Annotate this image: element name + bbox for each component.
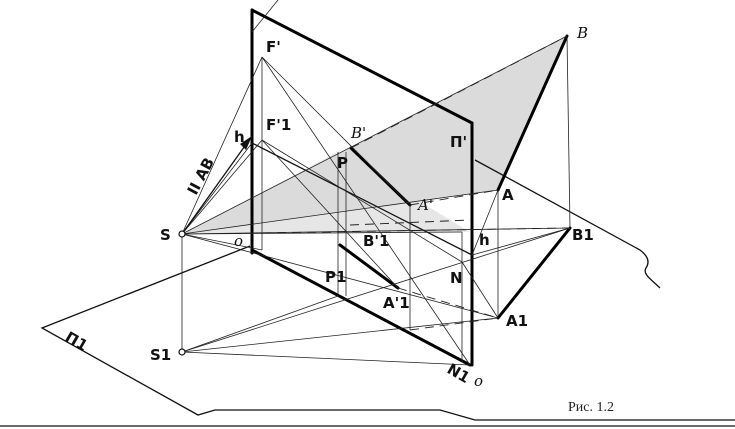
ray-s-h	[181, 142, 253, 235]
dashed-a1prime-a1	[397, 287, 499, 319]
line-ab	[496, 34, 569, 192]
ray-s-o	[181, 233, 263, 251]
ray-s-a	[181, 189, 499, 235]
ground-plane-right-edge	[474, 159, 661, 289]
label-pi-prime: Π'	[450, 133, 467, 151]
line-a1-b1	[496, 226, 572, 320]
line-f1-a1prime	[261, 139, 399, 289]
dashed-b1-b1	[349, 219, 471, 226]
shaded-plane-s-p	[182, 152, 470, 234]
label-h-right: h	[479, 231, 490, 249]
ray-s1-o	[181, 295, 339, 353]
point-s1	[178, 348, 186, 356]
dashed-ground-a1	[409, 317, 499, 331]
parallel-ab-arrowhead	[240, 136, 252, 150]
label-b1-prime: B'1	[363, 232, 389, 250]
label-a-prime: A'	[416, 196, 433, 214]
label-n: N	[450, 269, 463, 287]
ray-s-n	[181, 231, 463, 235]
ground-plane-outline	[40, 245, 735, 421]
horizon-line	[251, 142, 473, 256]
line-f-prime-n1	[261, 56, 471, 366]
label-p1: P1	[325, 268, 346, 286]
ray-s1-b1	[181, 227, 571, 353]
label-a: A	[502, 186, 514, 204]
sight-line-extension	[251, 0, 279, 33]
vertical-b-b1	[566, 35, 571, 229]
figure-caption: Рис. 1.2	[568, 400, 614, 415]
dashed-s-b1	[261, 227, 571, 234]
ray-s1-a1	[181, 317, 499, 353]
label-o-left: o	[234, 232, 243, 250]
label-h-left: h	[234, 128, 245, 146]
label-f-prime: F'	[266, 38, 281, 56]
ray-s1-n1	[181, 351, 471, 366]
ray-s-f1	[181, 139, 263, 235]
label-o-bottom: o	[474, 372, 483, 390]
label-pi1: Π1	[62, 328, 91, 355]
label-b-prime: B'	[350, 124, 366, 142]
parallel-ab-arrow	[181, 135, 253, 235]
ray-s-f-prime	[181, 56, 263, 235]
label-p: P	[337, 154, 348, 172]
label-f1-prime: F'1	[266, 116, 291, 134]
line-f1-n	[261, 139, 463, 263]
line-h-b1	[471, 227, 571, 256]
picture-plane-ground-line	[250, 248, 472, 367]
label-s1: S1	[150, 346, 171, 364]
point-s	[178, 230, 186, 238]
label-a1: A1	[506, 312, 528, 330]
line-n-a1	[461, 261, 499, 319]
perspective-b1-a1-prime	[338, 243, 400, 290]
label-b1: B1	[572, 226, 594, 244]
picture-plane-top-edge	[250, 8, 474, 125]
line-h-a	[471, 189, 499, 256]
dashed-b-prime-b	[350, 35, 568, 149]
label-b: B	[576, 24, 588, 42]
label-a1-prime: A'1	[383, 294, 410, 312]
line-f-prime-p	[261, 56, 411, 206]
ray-s-a1	[181, 233, 499, 319]
label-s: S	[160, 226, 171, 244]
